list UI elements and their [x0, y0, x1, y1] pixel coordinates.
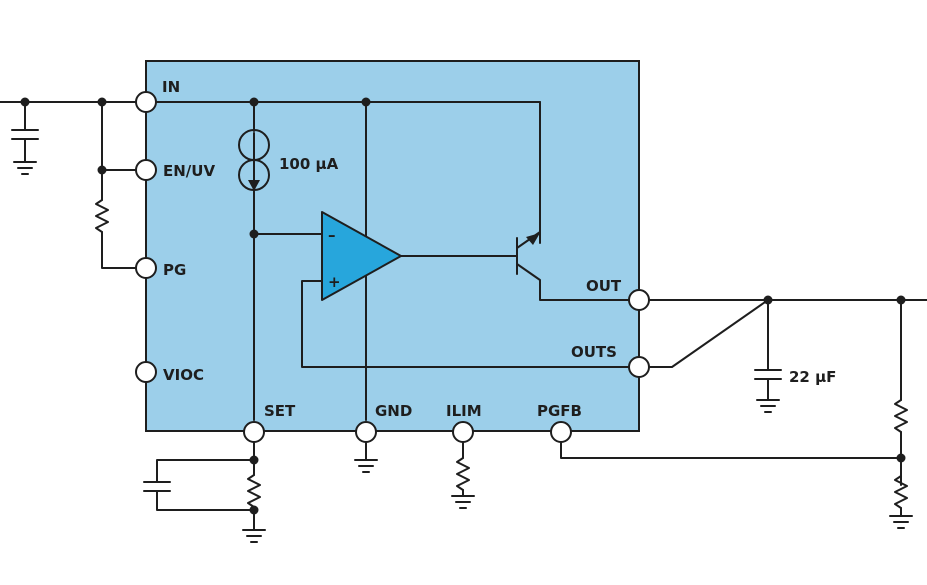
- input-wiring: [0, 101, 136, 269]
- output-wiring: [560, 299, 927, 486]
- junction-dot: [249, 97, 259, 107]
- label-set: SET: [264, 402, 296, 420]
- output-capacitor: [754, 369, 782, 413]
- junction-dot: [97, 165, 107, 175]
- feedback-resistor-top: [894, 399, 908, 433]
- pin-pgfb: [550, 421, 572, 443]
- junction-dot: [763, 295, 773, 305]
- set-network: [143, 442, 266, 543]
- label-outs: OUTS: [571, 343, 617, 361]
- pin-en-uv: [135, 159, 157, 181]
- pin-set: [243, 421, 265, 443]
- junction-dot: [249, 229, 259, 239]
- label-pgfb: PGFB: [537, 402, 582, 420]
- pin-ilim: [452, 421, 474, 443]
- junction-dot: [249, 455, 259, 465]
- input-capacitor: [11, 129, 39, 175]
- junction-dot: [361, 97, 371, 107]
- junction-dot: [896, 295, 906, 305]
- junction-dot: [896, 453, 906, 463]
- ground-symbol: [889, 507, 913, 529]
- error-amplifier: [321, 211, 402, 301]
- opamp-minus-label: –: [328, 226, 336, 244]
- pin-in: [135, 91, 157, 113]
- pin-pg: [135, 257, 157, 279]
- current-source: [238, 129, 270, 191]
- pass-transistor: [516, 101, 629, 301]
- junction-dot: [20, 97, 30, 107]
- pin-out: [628, 289, 650, 311]
- label-out: OUT: [586, 277, 622, 295]
- opamp-plus-label: +: [328, 273, 341, 291]
- output-cap-label: 22 µF: [789, 368, 836, 386]
- gnd-ground-symbol: [354, 442, 378, 473]
- junction-dot: [249, 505, 259, 515]
- current-source-label: 100 µA: [279, 155, 339, 173]
- label-gnd: GND: [375, 402, 412, 420]
- pin-gnd: [355, 421, 377, 443]
- label-en-uv: EN/UV: [163, 162, 215, 180]
- junction-dot: [97, 97, 107, 107]
- pin-outs: [628, 356, 650, 378]
- label-vioc: VIOC: [163, 366, 204, 384]
- ic-body: [145, 60, 640, 432]
- feedback-resistor-bottom: [894, 475, 908, 509]
- ilim-resistor: [451, 442, 475, 509]
- label-in: IN: [162, 78, 180, 96]
- label-ilim: ILIM: [446, 402, 482, 420]
- pullup-resistor: [95, 199, 109, 233]
- label-pg: PG: [163, 261, 186, 279]
- pin-vioc: [135, 361, 157, 383]
